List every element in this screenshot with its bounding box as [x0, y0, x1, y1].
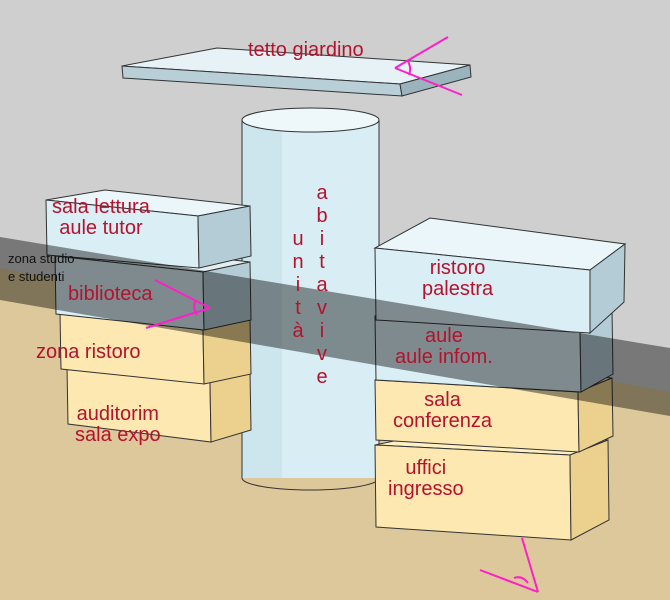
vertical-letter: i	[295, 274, 301, 296]
left-block-reading	[45, 189, 252, 269]
view-marker-top	[394, 36, 463, 96]
vertical-letter: à	[292, 320, 304, 342]
view-marker-bottom	[479, 537, 539, 593]
dark-band-overlay	[0, 237, 670, 416]
vertical-letter: e	[316, 366, 328, 388]
vertical-label-abitavive: a b i t a v i v e	[314, 182, 330, 389]
label-conferenza: sala conferenza	[393, 389, 492, 432]
label-reading-rooms: sala lettura aule tutor	[52, 196, 150, 239]
vertical-letter: u	[292, 228, 304, 250]
right-block-ristoro	[373, 217, 627, 335]
label-ristoro-palestra: ristoro palestra	[422, 257, 494, 300]
label-aule: aule aule infom.	[395, 325, 493, 368]
roof-slab	[121, 47, 472, 97]
view-marker-left	[145, 279, 211, 329]
vertical-letter: v	[317, 297, 327, 319]
label-roof: tetto giardino	[248, 39, 364, 61]
label-library: biblioteca	[68, 283, 153, 305]
label-auditorium: auditorim sala expo	[75, 403, 161, 446]
vertical-label-unita: u n i t à	[290, 228, 306, 343]
vertical-letter: i	[319, 228, 325, 250]
vertical-letter: b	[316, 205, 328, 227]
vertical-letter: a	[316, 182, 328, 204]
vertical-letter: t	[295, 297, 301, 319]
vertical-letter: n	[292, 251, 304, 273]
label-uffici: uffici ingresso	[388, 457, 464, 500]
vertical-letter: a	[316, 274, 328, 296]
vertical-letter: i	[319, 320, 325, 342]
label-restaurant-zone: zona ristoro	[36, 341, 141, 363]
label-study-zone: zona studio e studenti	[8, 251, 75, 284]
vertical-letter: v	[317, 343, 327, 365]
vertical-letter: t	[319, 251, 325, 273]
